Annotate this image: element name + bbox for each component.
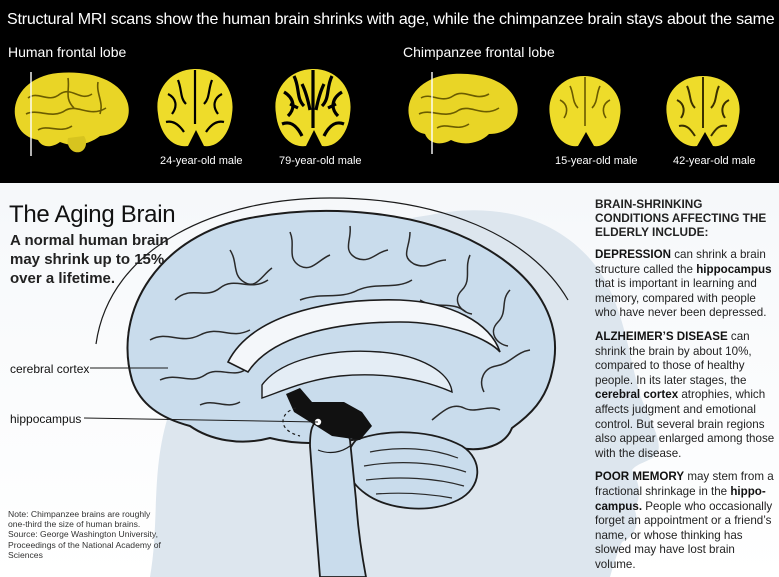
caption-human-24: 24-year-old male (160, 155, 243, 167)
brain-illustration (83, 197, 659, 577)
human-coronal-scan-young (157, 68, 233, 147)
condition-poor-memory: POOR MEMORY may stem from a fractional s… (595, 470, 775, 572)
hippocampus-shape (286, 388, 372, 440)
condition-highlight: hippocampus (696, 262, 772, 276)
condition-highlight: hippo-campus. (595, 484, 766, 513)
condition-text: may stem from a fractional shrinkage in … (595, 470, 774, 498)
caption-chimp-42: 42-year-old male (673, 155, 756, 167)
label-cerebral-cortex: cerebral cortex (10, 362, 90, 376)
chimp-sagittal-scan (408, 72, 518, 154)
conditions-heading: BRAIN-SHRINKING CONDITIONS AFFECTING THE… (595, 197, 767, 239)
condition-term: ALZHEIMER’S DISEASE (595, 329, 728, 343)
conditions-sidebar: BRAIN-SHRINKING CONDITIONS AFFECTING THE… (595, 197, 775, 577)
condition-text: People who occasionally forget an appoin… (595, 499, 773, 571)
caption-human-79: 79-year-old male (279, 155, 362, 167)
human-group-label: Human frontal lobe (8, 44, 127, 60)
skull-outline (95, 197, 569, 345)
condition-depression: DEPRESSION can shrink a brain structure … (595, 248, 775, 321)
condition-term: POOR MEMORY (595, 470, 685, 484)
chimp-coronal-scan-older (666, 76, 740, 147)
condition-alzheimers: ALZHEIMER’S DISEASE can shrink the brain… (595, 330, 775, 461)
chimp-coronal-scan-young (549, 76, 621, 147)
condition-highlight: cerebral cortex (595, 388, 679, 402)
chimp-group-label: Chimpanzee frontal lobe (403, 44, 555, 60)
condition-text: that is important in learning and memory… (595, 277, 767, 320)
cortex-folds (149, 225, 531, 421)
main-title: The Aging Brain (9, 201, 176, 228)
condition-text: can shrink the brain by about 10%, compa… (595, 329, 752, 387)
source-note: Note: Chimpanzee brains are roughly one-… (8, 509, 161, 560)
label-hippocampus: hippocampus (10, 412, 82, 426)
condition-term: DEPRESSION (595, 248, 672, 261)
human-sagittal-scan (14, 72, 129, 156)
human-coronal-scan-old (275, 68, 351, 147)
corpus-callosum (226, 299, 501, 374)
mri-banner: Structural MRI scans show the human brai… (0, 0, 779, 183)
banner-title: Structural MRI scans show the human brai… (7, 11, 779, 28)
condition-text: can shrink a brain structure called the (595, 248, 766, 276)
condition-text: atrophies, which affects judgment and em… (595, 388, 775, 460)
main-subtitle: A normal human brain may shrink up to 15… (10, 232, 169, 287)
caption-chimp-15: 15-year-old male (555, 155, 638, 167)
